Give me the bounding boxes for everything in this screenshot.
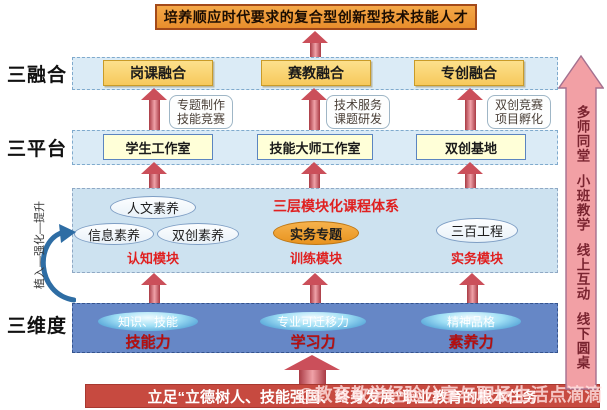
arrow-shaft — [309, 43, 321, 57]
arrow-shaft — [298, 370, 326, 384]
curriculum-title: 三层模块化课程体系 — [273, 198, 399, 214]
arrow-head — [141, 162, 167, 174]
dimension-label-1: 技能力 — [125, 334, 171, 351]
dimension-ellipse-2: 专业可迁移力 — [260, 312, 366, 331]
dimension-label-2: 学习力 — [290, 334, 336, 351]
arrow-curriculum-to-platform-1 — [141, 162, 167, 189]
arrow-dimension-to-curriculum-1 — [141, 273, 167, 304]
arrow-head — [141, 273, 167, 285]
ellipse-shiwu: 实务专题 — [273, 221, 359, 245]
arrow-shaft — [148, 174, 160, 189]
arrow-platform-to-fusion-3 — [457, 88, 483, 131]
module-label-1: 认知模块 — [126, 251, 179, 266]
arrow-shaft — [308, 174, 320, 189]
arrow-curriculum-to-platform-3 — [457, 162, 483, 189]
arrow-dimension-to-curriculum-2 — [302, 273, 328, 304]
callout-3-line1: 双创竞赛 — [495, 98, 544, 112]
platform-box-3: 双创基地 — [416, 134, 526, 160]
ellipse-xinxi: 信息素养 — [74, 223, 154, 245]
right-methods-arrow: 多师同堂 小班教学 线上互动 线下圆桌 — [557, 54, 605, 390]
callout-3-line2: 项目孵化 — [495, 112, 544, 126]
dimension-label-3: 素养力 — [448, 334, 494, 351]
method-4: 线下圆桌 — [574, 312, 590, 370]
arrow-head — [302, 273, 328, 285]
callout-1: 专题制作 技能竞赛 — [169, 95, 234, 129]
arrow-shaft — [466, 285, 478, 304]
row-label-platform: 三平台 — [7, 139, 68, 160]
arrow-platform-to-fusion-2 — [301, 88, 327, 131]
row-label-fusion: 三融合 — [7, 65, 68, 86]
ellipse-sanbai: 三百工程 — [436, 218, 518, 243]
right-arrow-labels: 多师同堂 小班教学 线上互动 线下圆桌 — [567, 99, 596, 387]
arrow-head — [141, 88, 167, 100]
arrow-dimension-to-curriculum-3 — [459, 273, 485, 304]
arrow-shaft — [309, 285, 321, 304]
dimension-ellipse-3: 精神品格 — [421, 312, 521, 331]
arrow-shaft — [148, 285, 160, 304]
fusion-box-1: 岗课融合 — [103, 60, 213, 86]
ellipse-renwen: 人文素养 — [110, 196, 196, 219]
method-2: 小班教学 — [574, 174, 590, 232]
arrow-platform-to-fusion-1 — [141, 88, 167, 131]
fusion-box-2: 赛教融合 — [261, 60, 371, 86]
callout-3: 双创竞赛 项目孵化 — [487, 95, 552, 129]
callout-2-line1: 技术服务 — [334, 98, 383, 112]
arrow-head — [284, 355, 340, 370]
row-label-dimension: 三维度 — [7, 316, 68, 337]
arrow-head — [301, 162, 327, 174]
arrow-band1-to-goal — [302, 31, 328, 57]
fusion-box-3: 专创融合 — [414, 60, 524, 86]
arrow-shaft — [148, 100, 160, 131]
arrow-bottom-to-dimension — [284, 355, 340, 384]
callout-2: 技术服务 课题研发 — [326, 95, 391, 129]
dimension-ellipse-1: 知识、技能 — [98, 312, 198, 331]
module-label-3: 实务模块 — [450, 251, 503, 266]
callout-1-line1: 专题制作 — [177, 98, 226, 112]
arrow-head — [301, 88, 327, 100]
goal-box: 培养顺应时代要求的复合型创新型技术技能人才 — [155, 4, 477, 30]
ellipse-shuangchuang: 双创素养 — [157, 223, 239, 245]
arrow-shaft — [308, 100, 320, 131]
arrow-head — [302, 31, 328, 43]
module-label-2: 训练模块 — [289, 251, 342, 266]
arrow-head — [459, 273, 485, 285]
right-arrow-shape — [557, 54, 605, 390]
mission-box: 立足“立德树人、技能强国、终身发展”职业教育的根本任务 — [85, 384, 600, 408]
arrow-head — [457, 162, 483, 174]
platform-box-2: 技能大师工作室 — [257, 134, 373, 160]
callout-2-line2: 课题研发 — [334, 112, 383, 126]
arrow-shaft — [464, 100, 476, 131]
watermark-text: @教育教学经验分享与职场生活点滴滴 — [297, 385, 603, 405]
left-arrow-label: 植入—强化—提升 — [34, 201, 46, 289]
arrow-curriculum-to-platform-2 — [301, 162, 327, 189]
platform-box-1: 学生工作室 — [103, 134, 213, 160]
arrow-head — [457, 88, 483, 100]
method-1: 多师同堂 — [574, 105, 590, 163]
callout-1-line2: 技能竞赛 — [177, 112, 226, 126]
arrow-shaft — [464, 174, 476, 189]
left-curve-arrow — [40, 224, 76, 303]
method-3: 线上互动 — [574, 243, 590, 301]
